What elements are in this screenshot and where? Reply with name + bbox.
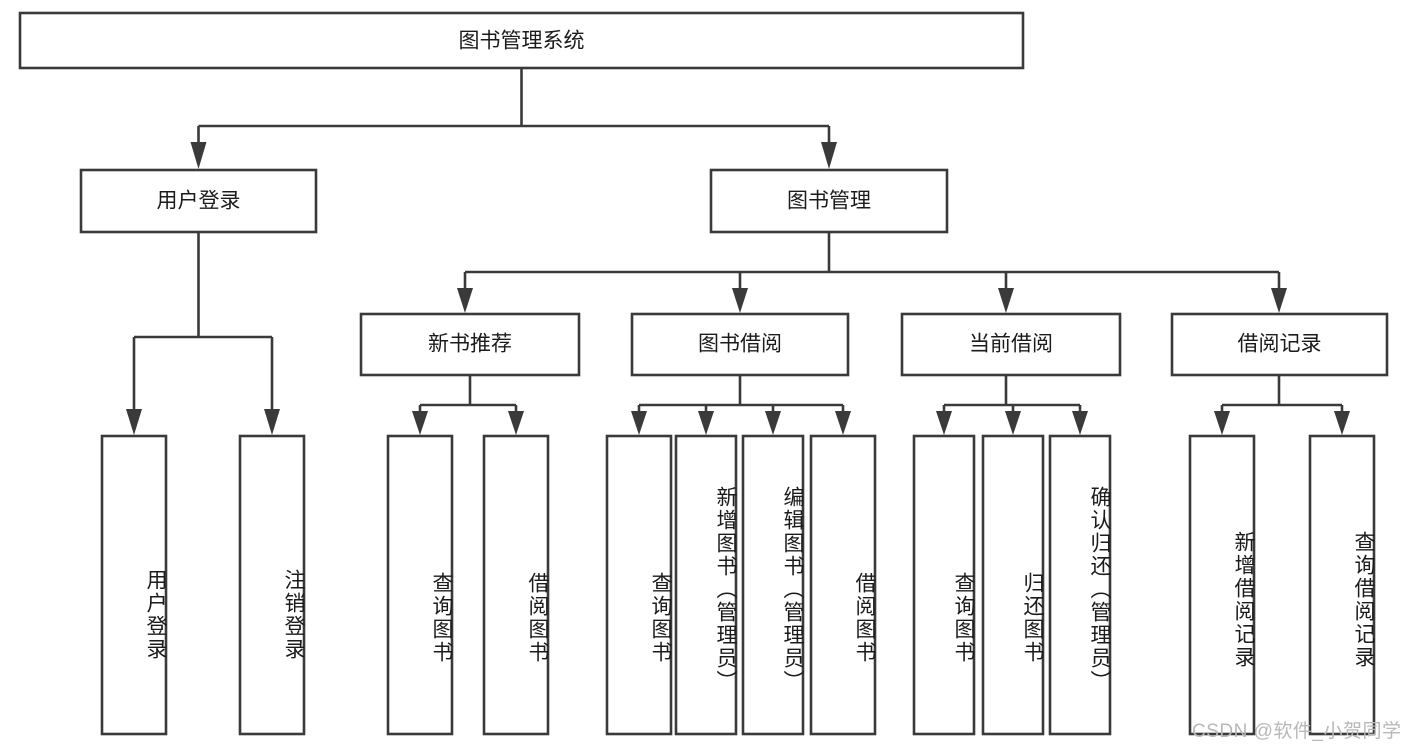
node-book-borrow-label: 图书借阅 xyxy=(698,333,782,356)
node-book-borrow[interactable]: 图书借阅 xyxy=(630,312,850,377)
node-new-book-recommend-rect[interactable] xyxy=(359,312,581,377)
leaf-rect-add-book-admin[interactable] xyxy=(674,434,738,736)
node-current-borrow-rect[interactable] xyxy=(900,312,1122,377)
node-borrow-records-rect[interactable] xyxy=(1170,312,1389,377)
leaf-rect-add-borrow-record[interactable] xyxy=(1188,434,1256,736)
leaf-rect-borrow-books-new[interactable] xyxy=(482,434,550,736)
leaf-rect-query-books-new[interactable] xyxy=(386,434,454,736)
connector-group-borrow-records xyxy=(1214,375,1350,435)
node-borrow-records[interactable]: 借阅记录 xyxy=(1170,312,1389,377)
leaf-rect-query-books-current[interactable] xyxy=(912,434,976,736)
connector-group-new-books xyxy=(412,375,524,435)
node-new-book-recommend[interactable]: 新书推荐 xyxy=(359,312,581,377)
connector-group-borrow xyxy=(631,375,851,435)
node-new-book-recommend-label: 新书推荐 xyxy=(428,333,512,356)
node-root[interactable]: 图书管理系统 xyxy=(18,11,1025,70)
node-current-borrow[interactable]: 当前借阅 xyxy=(900,312,1122,377)
connector-group-book-mgmt xyxy=(457,232,1287,313)
connector-group-user-login xyxy=(126,232,280,435)
leaf-rect-user-login[interactable] xyxy=(100,434,168,736)
node-borrow-records-label: 借阅记录 xyxy=(1238,333,1322,356)
node-book-management-label: 图书管理 xyxy=(787,190,871,213)
node-root-rect[interactable] xyxy=(18,11,1025,70)
leaf-rect-query-borrow-record[interactable] xyxy=(1308,434,1376,736)
leaf-rect-logout-login[interactable] xyxy=(238,434,306,736)
leaf-rect-query-books-borrow[interactable] xyxy=(605,434,673,736)
leaf-rect-confirm-return-admin[interactable] xyxy=(1048,434,1112,736)
connector-group-current-borrow xyxy=(936,375,1088,435)
leaf-boxes xyxy=(100,434,1376,736)
node-current-borrow-label: 当前借阅 xyxy=(969,333,1053,356)
node-book-borrow-rect[interactable] xyxy=(630,312,850,377)
node-book-management-rect[interactable] xyxy=(709,168,949,234)
node-book-management[interactable]: 图书管理 xyxy=(709,168,949,234)
leaf-rect-borrow-book[interactable] xyxy=(809,434,877,736)
leaf-rect-return-book[interactable] xyxy=(981,434,1045,736)
node-root-label: 图书管理系统 xyxy=(459,30,585,53)
connector-group-root xyxy=(190,68,837,169)
leaf-rect-edit-book-admin[interactable] xyxy=(741,434,805,736)
node-user-login-rect[interactable] xyxy=(79,168,318,234)
node-user-login-label: 用户登录 xyxy=(157,190,241,213)
csdn-watermark: CSDN @软件_小贺同学 xyxy=(1192,721,1402,742)
node-user-login[interactable]: 用户登录 xyxy=(79,168,318,234)
